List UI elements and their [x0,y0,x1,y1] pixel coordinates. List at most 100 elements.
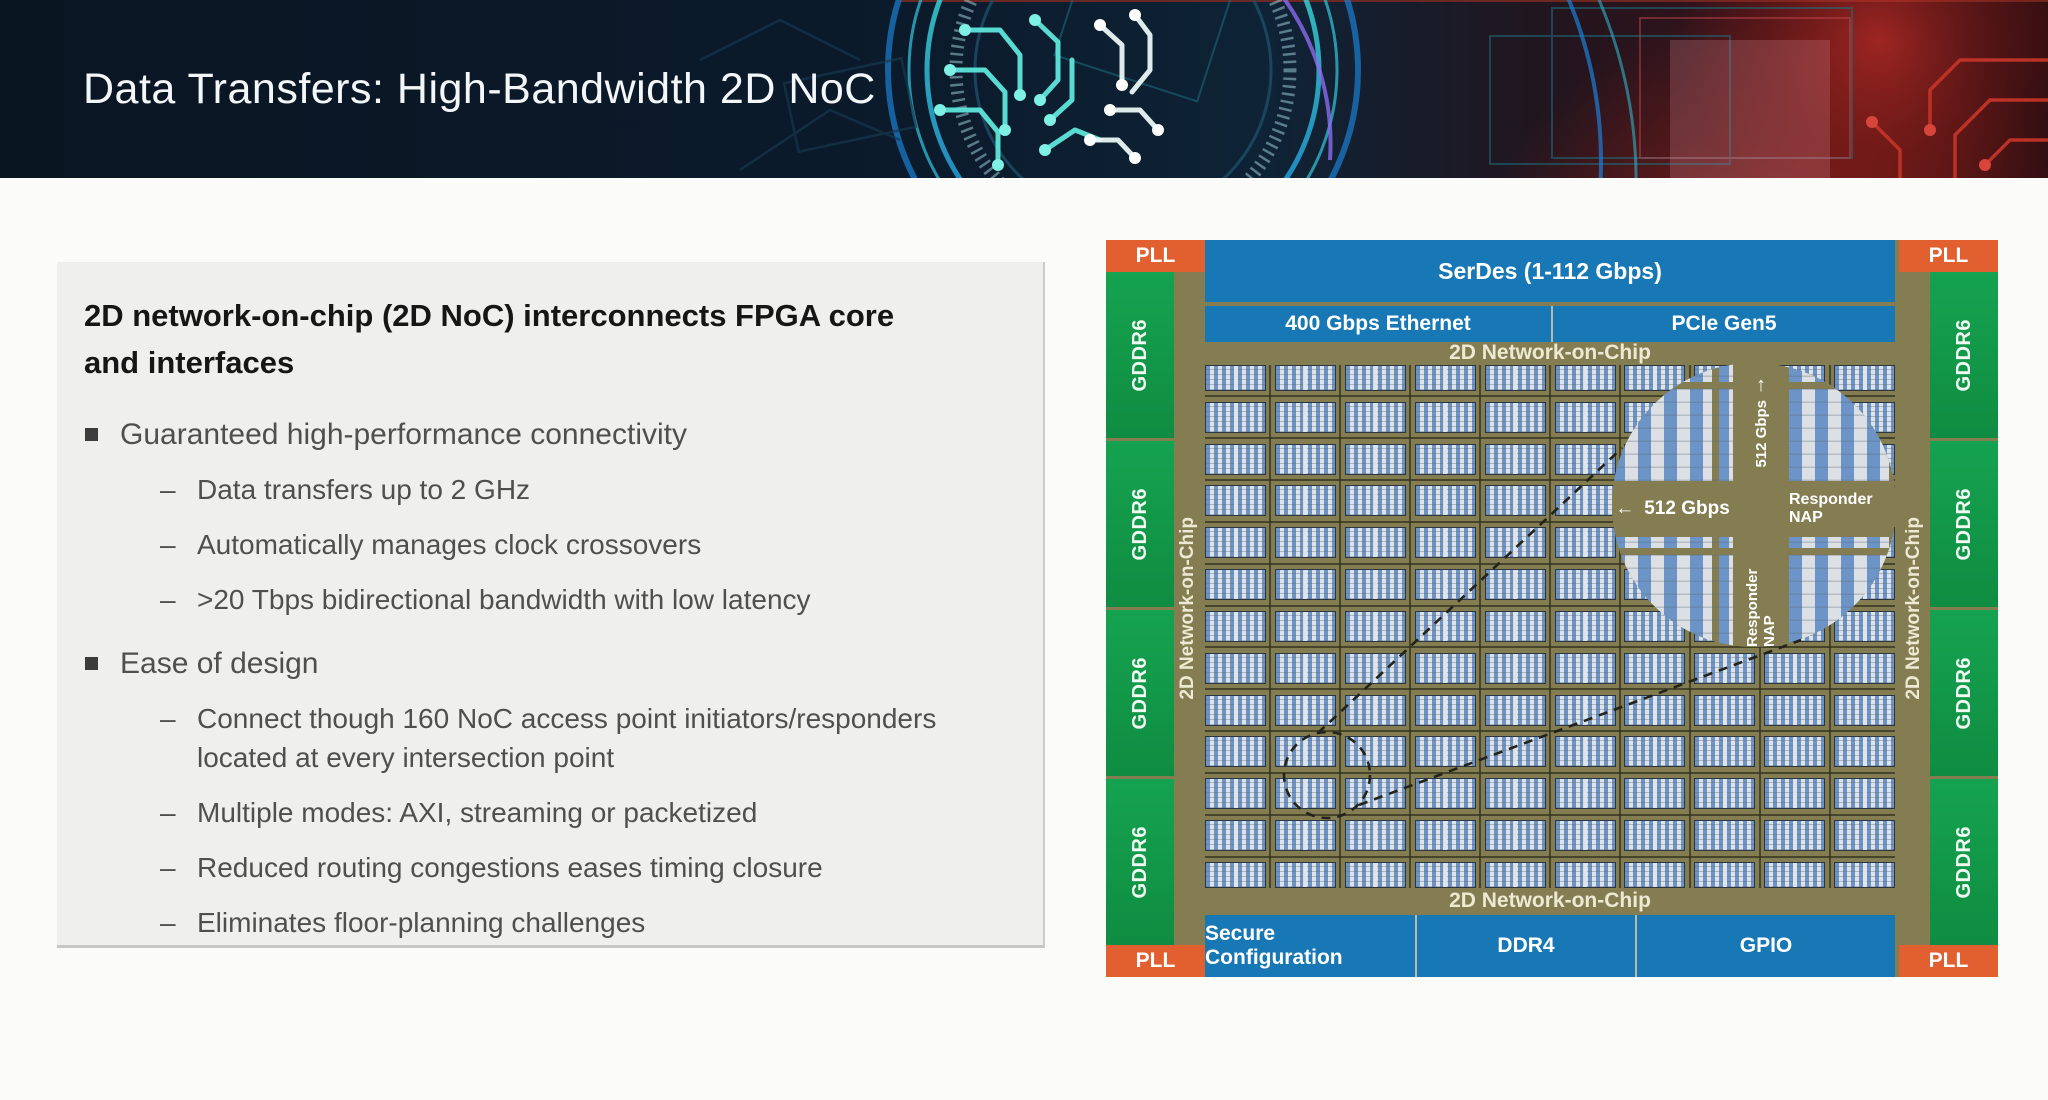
magnified-fabric-quadrant [1612,363,1733,481]
sub-bullet-text: >20 Tbps bidirectional bandwidth with lo… [197,584,811,615]
magnified-fabric-quadrant [1612,537,1733,647]
magnified-fabric-quadrant [1789,363,1896,481]
noc-label-text: 2D Network-on-Chip [1449,889,1651,912]
bar-divider [1551,306,1553,342]
sub-bullet-text: Multiple modes: AXI, streaming or packet… [197,797,758,828]
fabric-tile [1624,861,1686,888]
fabric-tile [1274,610,1336,642]
fabric-tile [1205,652,1266,684]
fpga-chip-diagram: PLL PLL PLL PLL SerDes (1-112 Gbps) 400 … [1106,240,1998,977]
fabric-tile [1414,569,1476,601]
fabric-tile [1764,778,1826,810]
fabric-tile [1624,778,1686,810]
gddr6-label: GDDR6 [1952,656,1975,730]
bullet-connectivity: Guaranteed high-performance connectivity [57,416,1013,454]
fabric-tile [1205,778,1266,810]
header-banner: Data Transfers: High-Bandwidth 2D NoC [0,0,2048,178]
noc-channel-west-label: ← 512 Gbps [1612,481,1733,537]
gddr6-block: GDDR6 [1106,610,1174,776]
sub-bullet-text: Reduced routing congestions eases timing… [197,852,823,883]
fabric-tile [1554,527,1616,559]
gpio-block: GPIO [1637,915,1895,977]
fabric-tile [1484,652,1546,684]
noc-label-top: 2D Network-on-Chip [1205,341,1895,365]
fabric-tile [1414,527,1476,559]
fabric-tile [1694,652,1756,684]
noc-label-text: 2D Network-on-Chip [1449,341,1651,364]
fabric-tile [1344,694,1406,726]
noc-channel-north-label: ↑ 512 Gbps [1733,363,1789,481]
gddr6-block: GDDR6 [1930,441,1998,607]
fabric-tile [1554,569,1616,601]
fabric-tile [1344,736,1406,768]
fabric-tile [1414,652,1476,684]
ethernet-label: 400 Gbps Ethernet [1285,312,1471,335]
fabric-tile [1764,694,1826,726]
dash-marker: – [160,852,176,883]
sub-bullet-text: Automatically manages clock crossovers [197,529,702,560]
sub-bullet-bandwidth: – >20 Tbps bidirectional bandwidth with … [57,580,1013,619]
fabric-tile [1764,652,1826,684]
noc-mesh-line-horizontal [1205,395,1895,398]
noc-mesh-line-vertical [1409,365,1412,888]
fabric-tile [1274,861,1336,888]
noc-mesh-line-vertical [1479,365,1482,888]
fabric-tile [1274,401,1336,433]
fabric-tile [1484,778,1546,810]
fabric-tile [1554,443,1616,475]
fabric-tile [1484,485,1546,517]
bandwidth-value: 512 Gbps [1644,498,1730,519]
bullet-label: Ease of design [120,647,319,680]
gddr6-block: GDDR6 [1106,779,1174,945]
fabric-tile [1624,820,1686,852]
gddr6-block: GDDR6 [1930,610,1998,776]
gddr6-label: GDDR6 [1952,487,1975,561]
fabric-tile [1274,778,1336,810]
fabric-tile [1764,861,1826,888]
dash-marker: – [160,474,176,505]
fabric-tile [1205,861,1266,888]
fabric-tile [1484,365,1546,391]
pll-label: PLL [1135,949,1176,972]
fabric-tile [1834,820,1896,852]
fabric-tile [1694,861,1756,888]
fabric-tile [1484,694,1546,726]
fabric-tile [1694,778,1756,810]
noc-mesh-line-horizontal [1205,688,1895,691]
gddr6-label: GDDR6 [1128,487,1151,561]
pll-block-bottom-right: PLL [1899,945,1998,977]
fabric-tile [1414,736,1476,768]
fabric-tile [1484,736,1546,768]
fabric-tile [1554,861,1616,888]
fabric-tile [1205,820,1266,852]
fabric-tile [1274,443,1336,475]
fabric-tile [1205,694,1266,726]
magnifier-circle: ← 512 Gbps Responder NAP ↑ 512 Gbps Resp… [1612,363,1896,647]
fabric-tile [1834,861,1896,888]
bottom-io-bar: Secure Configuration DDR4 GPIO [1205,915,1895,977]
noc-mesh-line-horizontal [1205,437,1895,440]
fabric-tile [1414,485,1476,517]
fabric-tile [1344,401,1406,433]
sub-bullet-floorplanning: – Eliminates floor-planning challenges [57,903,1013,942]
header-art [0,0,2048,178]
page-title: Data Transfers: High-Bandwidth 2D NoC [83,64,876,113]
bar-divider [1415,915,1417,977]
gpio-label: GPIO [1739,934,1793,957]
pcie-label: PCIe Gen5 [1671,312,1777,335]
fabric-tile [1484,401,1546,433]
fabric-tile [1554,652,1616,684]
fabric-tile [1694,820,1756,852]
pll-label: PLL [1928,949,1969,972]
noc-label-text: 2D Network-on-Chip [1177,517,1198,700]
responder-nap-text: Responder NAP [1744,568,1778,647]
fabric-tile [1205,401,1266,433]
fabric-tile [1205,443,1266,475]
noc-mesh-line-horizontal [1205,730,1895,733]
fabric-tile [1414,365,1476,391]
fabric-tile [1484,527,1546,559]
noc-mesh-line-vertical [1339,365,1342,888]
fabric-tile [1694,736,1756,768]
pll-block-top-right: PLL [1899,240,1998,272]
fabric-tile [1554,694,1616,726]
